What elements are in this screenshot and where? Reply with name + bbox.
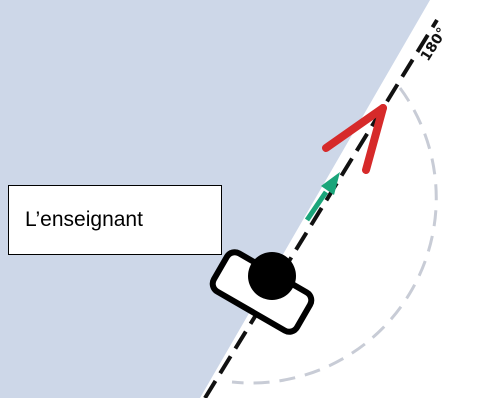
teacher-label-box: L’enseignant [8,185,222,255]
person-dot [248,252,296,300]
wind-arrow [322,104,387,174]
green-arrow [304,172,340,222]
teacher-label: L’enseignant [25,208,143,231]
sight-line [203,18,439,398]
dashed-arc [231,87,438,385]
